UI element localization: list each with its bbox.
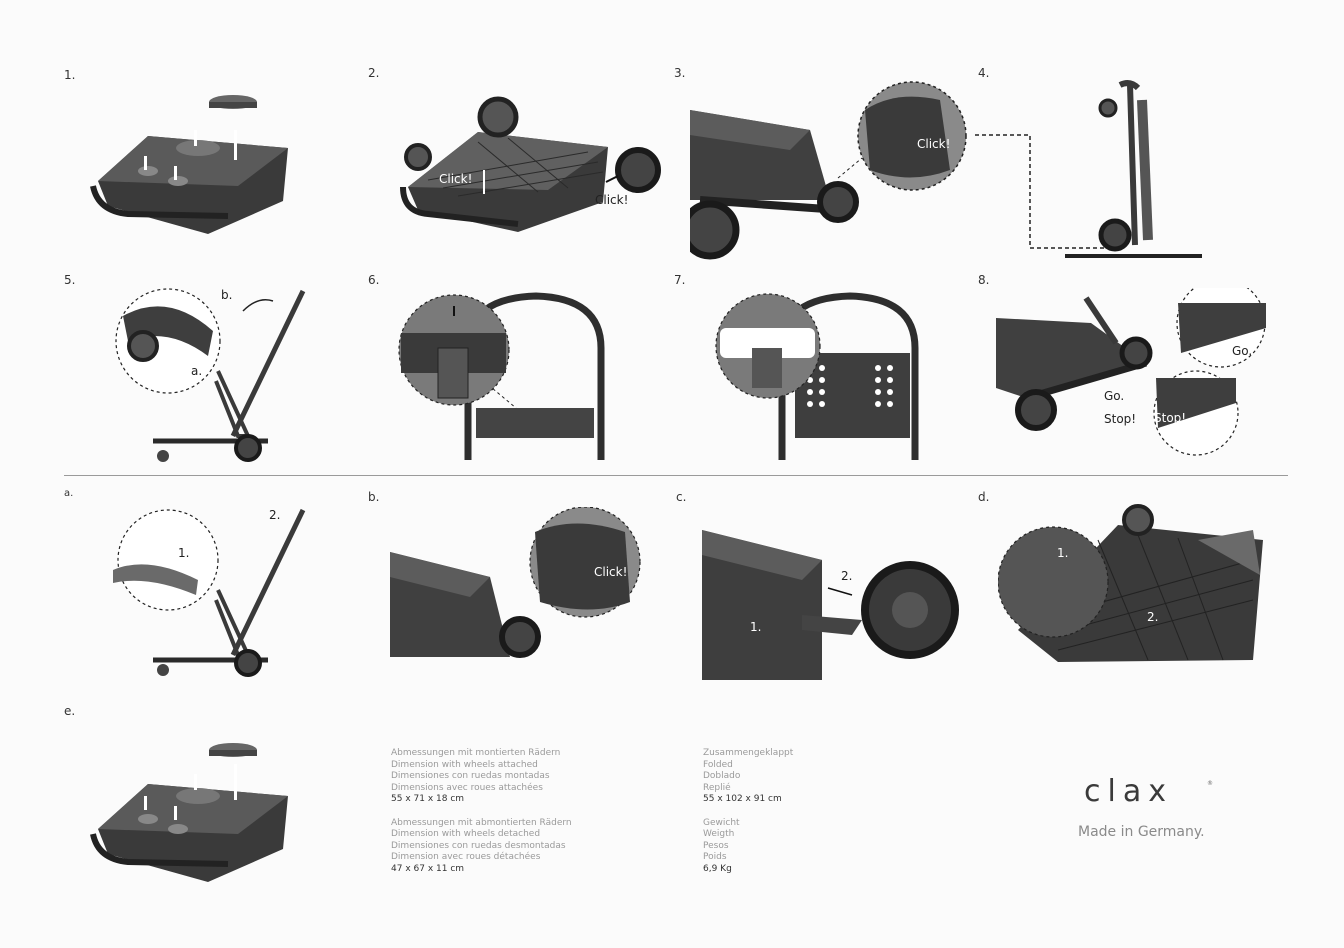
illustration-step-d: [998, 500, 1270, 668]
spec-detached-en: Dimension with wheels detached: [391, 829, 541, 839]
sub-label-b-step-5: b.: [221, 288, 233, 302]
spec-attached-en: Dimension with wheels attached: [391, 759, 538, 770]
step-d-label-1: 1.: [1057, 546, 1069, 560]
stop-label-step-8b: Stop!: [1154, 411, 1187, 425]
sub-label-a-step-5: a.: [191, 364, 203, 378]
illustration-step-5: [108, 286, 308, 466]
stop-label-step-8a: Stop!: [1104, 412, 1137, 426]
step-number-3: 3.: [674, 66, 686, 80]
step-a-label-1: 1.: [178, 546, 190, 560]
step-d-label-2: 2.: [1147, 610, 1159, 624]
step-number-4: 4.: [978, 66, 990, 80]
step-number-8: 8.: [978, 273, 990, 287]
specs-column-dimensions: Abmessungen mit montierten Rädern Dimens…: [391, 748, 572, 887]
illustration-step-2: [398, 92, 663, 240]
spec-detached-value: 47 x 67 x 11 cm: [391, 863, 465, 874]
spec-folded-fr: Replié: [703, 782, 731, 793]
spec-detached-es: Dimensiones con ruedas desmontadas: [391, 840, 566, 851]
spec-weight-es: Pesos: [703, 840, 729, 851]
spec-attached-fr: Dimensions avec roues attachées: [391, 782, 543, 793]
step-letter-e: e.: [64, 704, 76, 718]
click-label-step-2a: Click!: [439, 172, 473, 186]
spec-attached-de: Abmessungen mit montierten Rädern: [391, 748, 561, 758]
spec-attached-value: 55 x 71 x 18 cm: [391, 794, 465, 804]
step-number-7: 7.: [674, 273, 686, 287]
step-number-5: 5.: [64, 273, 76, 287]
illustration-step-1: [88, 86, 303, 241]
illustration-step-a: [108, 505, 308, 685]
step-letter-c: c.: [676, 490, 687, 504]
step-c-label-2: 2.: [841, 569, 853, 583]
illustration-step-4: [970, 80, 1205, 260]
step-number-1: 1.: [64, 68, 76, 82]
illustration-step-c: [702, 520, 962, 682]
step-letter-a: a.: [64, 488, 74, 499]
spec-weight-en: Weigth: [703, 829, 735, 839]
spec-folded-de: Zusammengeklappt: [703, 748, 794, 758]
click-label-step-2b: Click!: [595, 193, 629, 207]
go-label-step-8a: Go.: [1232, 344, 1253, 358]
illustration-step-7: [710, 288, 925, 466]
spec-weight-value: 6,9 Kg: [703, 863, 732, 874]
step-number-6: 6.: [368, 273, 380, 287]
spec-block-weight: Gewicht Weigth Pesos Poids 6,9 Kg: [703, 818, 793, 876]
step-letter-b: b.: [368, 490, 380, 504]
spec-folded-es: Doblado: [703, 771, 741, 781]
spec-block-attached: Abmessungen mit montierten Rädern Dimens…: [391, 748, 572, 806]
illustration-step-e: [88, 734, 303, 889]
made-in-germany-tagline: Made in Germany.: [1078, 824, 1205, 840]
go-label-step-8b: Go.: [1104, 389, 1125, 403]
spec-block-detached: Abmessungen mit abmontierten Rädern Dime…: [391, 818, 572, 876]
spec-attached-es: Dimensiones con ruedas montadas: [391, 771, 550, 781]
spec-weight-fr: Poids: [703, 852, 727, 862]
click-label-step-3: Click!: [917, 137, 951, 151]
clax-logo: clax: [1084, 774, 1173, 809]
spec-detached-de: Abmessungen mit abmontierten Rädern: [391, 817, 572, 828]
spec-folded-value: 55 x 102 x 91 cm: [703, 794, 782, 804]
step-a-label-2: 2.: [269, 508, 281, 522]
section-divider: [64, 475, 1288, 476]
spec-weight-de: Gewicht: [703, 817, 740, 828]
spec-detached-fr: Dimension avec roues détachées: [391, 852, 541, 862]
step-number-2: 2.: [368, 66, 380, 80]
illustration-step-b: [390, 507, 645, 682]
specs-column-folded-weight: Zusammengeklappt Folded Doblado Replié 5…: [703, 748, 793, 887]
spec-folded-en: Folded: [703, 759, 733, 770]
click-label-step-b: Click!: [594, 565, 628, 579]
step-c-label-1: 1.: [750, 620, 762, 634]
step-letter-d: d.: [978, 490, 990, 504]
illustration-step-6: [396, 288, 611, 466]
spec-block-folded: Zusammengeklappt Folded Doblado Replié 5…: [703, 748, 793, 806]
illustration-step-8: [996, 288, 1271, 463]
illustration-step-3: [690, 80, 972, 260]
registered-mark: ®: [1207, 780, 1213, 787]
